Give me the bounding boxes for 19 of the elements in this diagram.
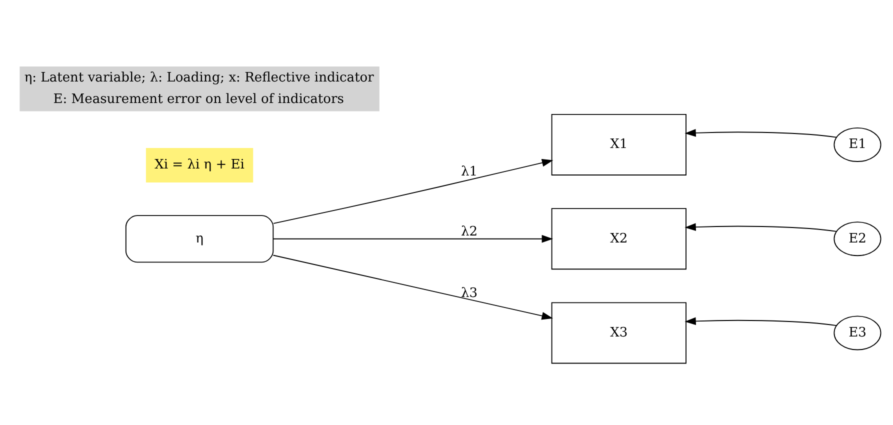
arrow [684, 222, 837, 232]
label: Xi = λi η + Ei [154, 157, 244, 172]
node-ellipse: E2 [834, 221, 882, 256]
arrow [684, 128, 837, 138]
node-box: X2 [551, 208, 686, 270]
node-ellipse: E3 [834, 315, 882, 350]
node-box: η [125, 214, 274, 262]
arrow [273, 158, 554, 224]
arrow [272, 234, 553, 242]
label: E: Measurement error on level of indicators [53, 91, 344, 106]
label: η: Latent variable; λ: Loading; x: Reflective indicator [24, 70, 374, 86]
edge-label: λ3 [461, 285, 478, 300]
node-box: X3 [551, 302, 686, 364]
node-box: X1 [551, 113, 686, 175]
node-ellipse: E1 [834, 127, 882, 162]
edge-label: λ1 [461, 164, 478, 180]
arrow [684, 316, 837, 326]
arrow [272, 254, 553, 320]
edge-label: λ2 [461, 224, 478, 239]
